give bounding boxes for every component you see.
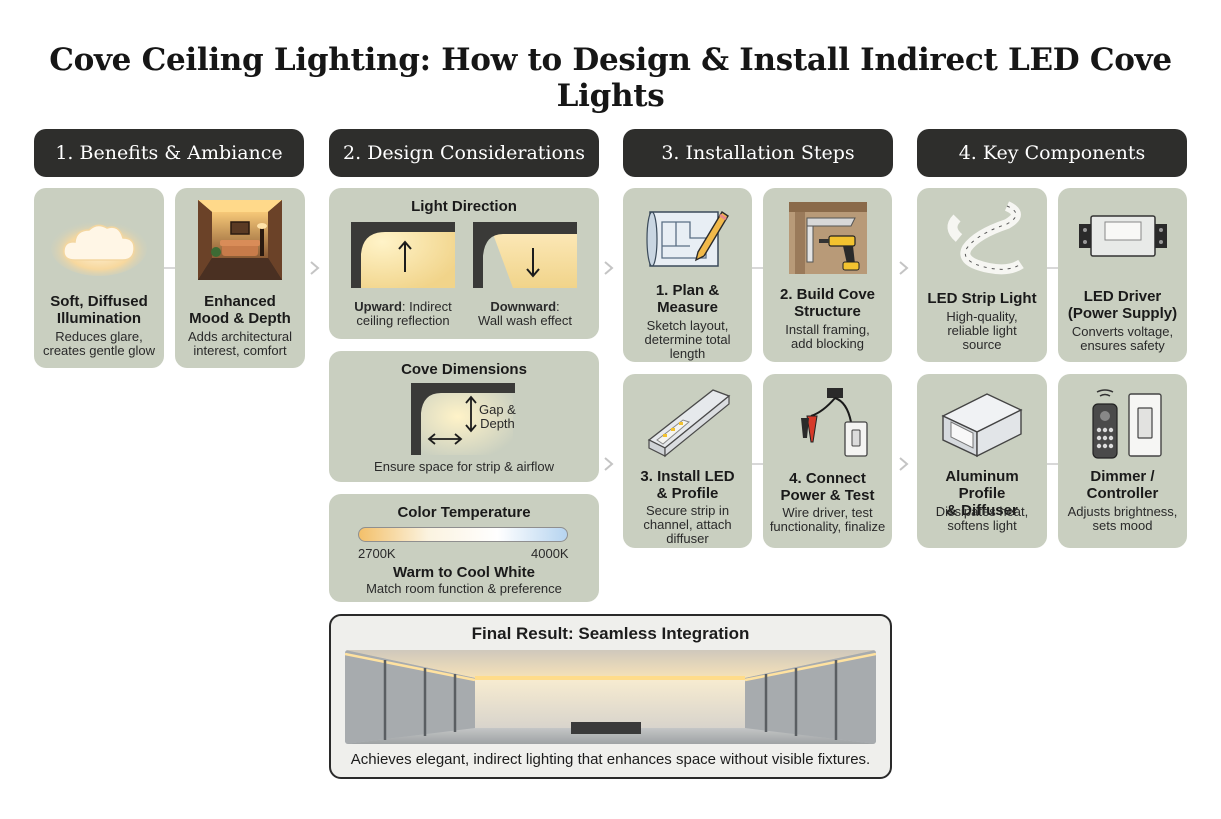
install-led-title: 3. Install LED & Profile bbox=[640, 468, 735, 502]
card-light-direction: Light Direction Upward: Indirect ceiling… bbox=[329, 188, 599, 339]
header-installation: 3. Installation Steps bbox=[623, 129, 893, 177]
page-title: Cove Ceiling Lighting: How to Design & I… bbox=[49, 42, 1172, 114]
install-led-desc: Secure strip in channel, attach diffuser bbox=[643, 503, 732, 546]
chevron-right-icon bbox=[604, 261, 614, 275]
final-result-caption: Achieves elegant, indirect lighting that… bbox=[350, 751, 871, 768]
card-build-structure: 2. Build Cove Structure Install framing,… bbox=[763, 188, 892, 362]
gap-depth-label: Gap & Depth bbox=[479, 402, 516, 431]
plan-measure-desc: Sketch layout, determine total length bbox=[644, 318, 731, 361]
card-mood-depth: Enhanced Mood & Depth Adds architectural… bbox=[175, 188, 305, 368]
led-strip-desc: High-quality, reliable light source bbox=[946, 309, 1018, 352]
downward-caption: Downward: Wall wash effect bbox=[463, 300, 587, 328]
color-temp-max: 4000K bbox=[531, 546, 569, 561]
build-structure-desc: Install framing, add blocking bbox=[785, 322, 870, 351]
card-soft-illumination: Soft, Diffused Illumination Reduces glar… bbox=[34, 188, 164, 368]
card-led-driver: LED Driver (Power Supply) Converts volta… bbox=[1058, 188, 1187, 362]
soft-illumination-title: Soft, Diffused Illumination bbox=[50, 293, 148, 327]
wiring-switch-icon bbox=[800, 388, 868, 457]
cove-profile-icon bbox=[411, 383, 515, 455]
cove-dimensions-desc: Ensure space for strip & airflow bbox=[374, 459, 554, 474]
living-room-icon bbox=[198, 200, 282, 280]
header-design: 2. Design Considerations bbox=[329, 129, 599, 177]
card-plan-measure: 1. Plan & Measure Sketch layout, determi… bbox=[623, 188, 752, 362]
connector-line bbox=[163, 267, 176, 269]
blueprint-pencil-icon bbox=[645, 211, 729, 267]
mood-depth-title: Enhanced Mood & Depth bbox=[189, 293, 291, 327]
chevron-right-icon bbox=[899, 457, 909, 471]
color-temp-subtitle: Warm to Cool White bbox=[393, 564, 535, 581]
header-benefits: 1. Benefits & Ambiance bbox=[34, 129, 304, 177]
connect-power-title: 4. Connect Power & Test bbox=[780, 470, 875, 504]
card-install-led: 3. Install LED & Profile Secure strip in… bbox=[623, 374, 752, 548]
cloud-glow-icon bbox=[51, 220, 147, 276]
cove-dimensions-title: Cove Dimensions bbox=[401, 361, 527, 378]
light-direction-title: Light Direction bbox=[411, 198, 517, 215]
upward-caption: Upward: Indirect ceiling reflection bbox=[341, 300, 465, 328]
downward-desc2: Wall wash effect bbox=[478, 313, 572, 328]
aluminum-profile-title: Aluminum Profile & Diffuser bbox=[945, 468, 1019, 519]
led-strip-title: LED Strip Light bbox=[927, 290, 1037, 307]
card-aluminum-profile: Aluminum Profile & Diffuser Dissipates h… bbox=[917, 374, 1047, 548]
connector-line bbox=[1046, 463, 1059, 465]
card-led-strip: LED Strip Light High-quality, reliable l… bbox=[917, 188, 1047, 362]
dimmer-title: Dimmer / Controller bbox=[1086, 468, 1159, 502]
upward-desc: : Indirect bbox=[401, 299, 452, 314]
header-components: 4. Key Components bbox=[917, 129, 1187, 177]
color-temperature-gradient bbox=[358, 527, 568, 542]
aluminum-profile-icon bbox=[941, 393, 1023, 458]
card-connect-power: 4. Connect Power & Test Wire driver, tes… bbox=[763, 374, 892, 548]
led-driver-desc: Converts voltage, ensures safety bbox=[1071, 324, 1174, 353]
power-driver-icon bbox=[1078, 215, 1167, 257]
dimmer-desc: Adjusts brightness, sets mood bbox=[1067, 504, 1178, 533]
card-color-temperature: Color Temperature bbox=[329, 494, 599, 602]
final-result-title: Final Result: Seamless Integration bbox=[471, 624, 750, 643]
downward-light-icon bbox=[473, 222, 577, 288]
remote-dimmer-icon bbox=[1091, 389, 1162, 459]
final-result-panel: Final Result: Seamless Integration Achie… bbox=[329, 614, 892, 779]
mood-depth-desc: Adds architectural interest, comfort bbox=[187, 329, 293, 358]
led-strip-icon bbox=[947, 201, 1024, 275]
led-channel-icon bbox=[647, 389, 730, 458]
chevron-right-icon bbox=[604, 457, 614, 471]
upward-light-icon bbox=[351, 222, 455, 288]
connector-line bbox=[1046, 267, 1059, 269]
upward-desc2: ceiling reflection bbox=[356, 313, 450, 328]
connector-line bbox=[751, 463, 764, 465]
room-render-image bbox=[345, 650, 876, 744]
chevron-right-icon bbox=[899, 261, 909, 275]
led-driver-title: LED Driver (Power Supply) bbox=[1067, 288, 1178, 322]
upward-label: Upward bbox=[354, 299, 402, 314]
downward-label: Downward bbox=[490, 299, 557, 314]
downward-desc: : bbox=[556, 299, 560, 314]
build-structure-title: 2. Build Cove Structure bbox=[779, 286, 876, 320]
aluminum-profile-desc: Dissipates heat, softens light bbox=[935, 504, 1029, 533]
card-dimmer-controller: Dimmer / Controller Adjusts brightness, … bbox=[1058, 374, 1187, 548]
soft-illumination-desc: Reduces glare, creates gentle glow bbox=[42, 329, 155, 358]
color-temp-title: Color Temperature bbox=[397, 504, 531, 521]
connector-line bbox=[751, 267, 764, 269]
plan-measure-title: 1. Plan & Measure bbox=[655, 282, 720, 316]
color-temp-min: 2700K bbox=[358, 546, 396, 561]
card-cove-dimensions: Cove Dimensions Gap & Depth Ensure space… bbox=[329, 351, 599, 482]
drill-framing-icon bbox=[788, 202, 867, 274]
connect-power-desc: Wire driver, test functionality, finaliz… bbox=[769, 505, 886, 534]
color-temp-desc: Match room function & preference bbox=[366, 581, 562, 596]
chevron-right-icon bbox=[310, 261, 320, 275]
